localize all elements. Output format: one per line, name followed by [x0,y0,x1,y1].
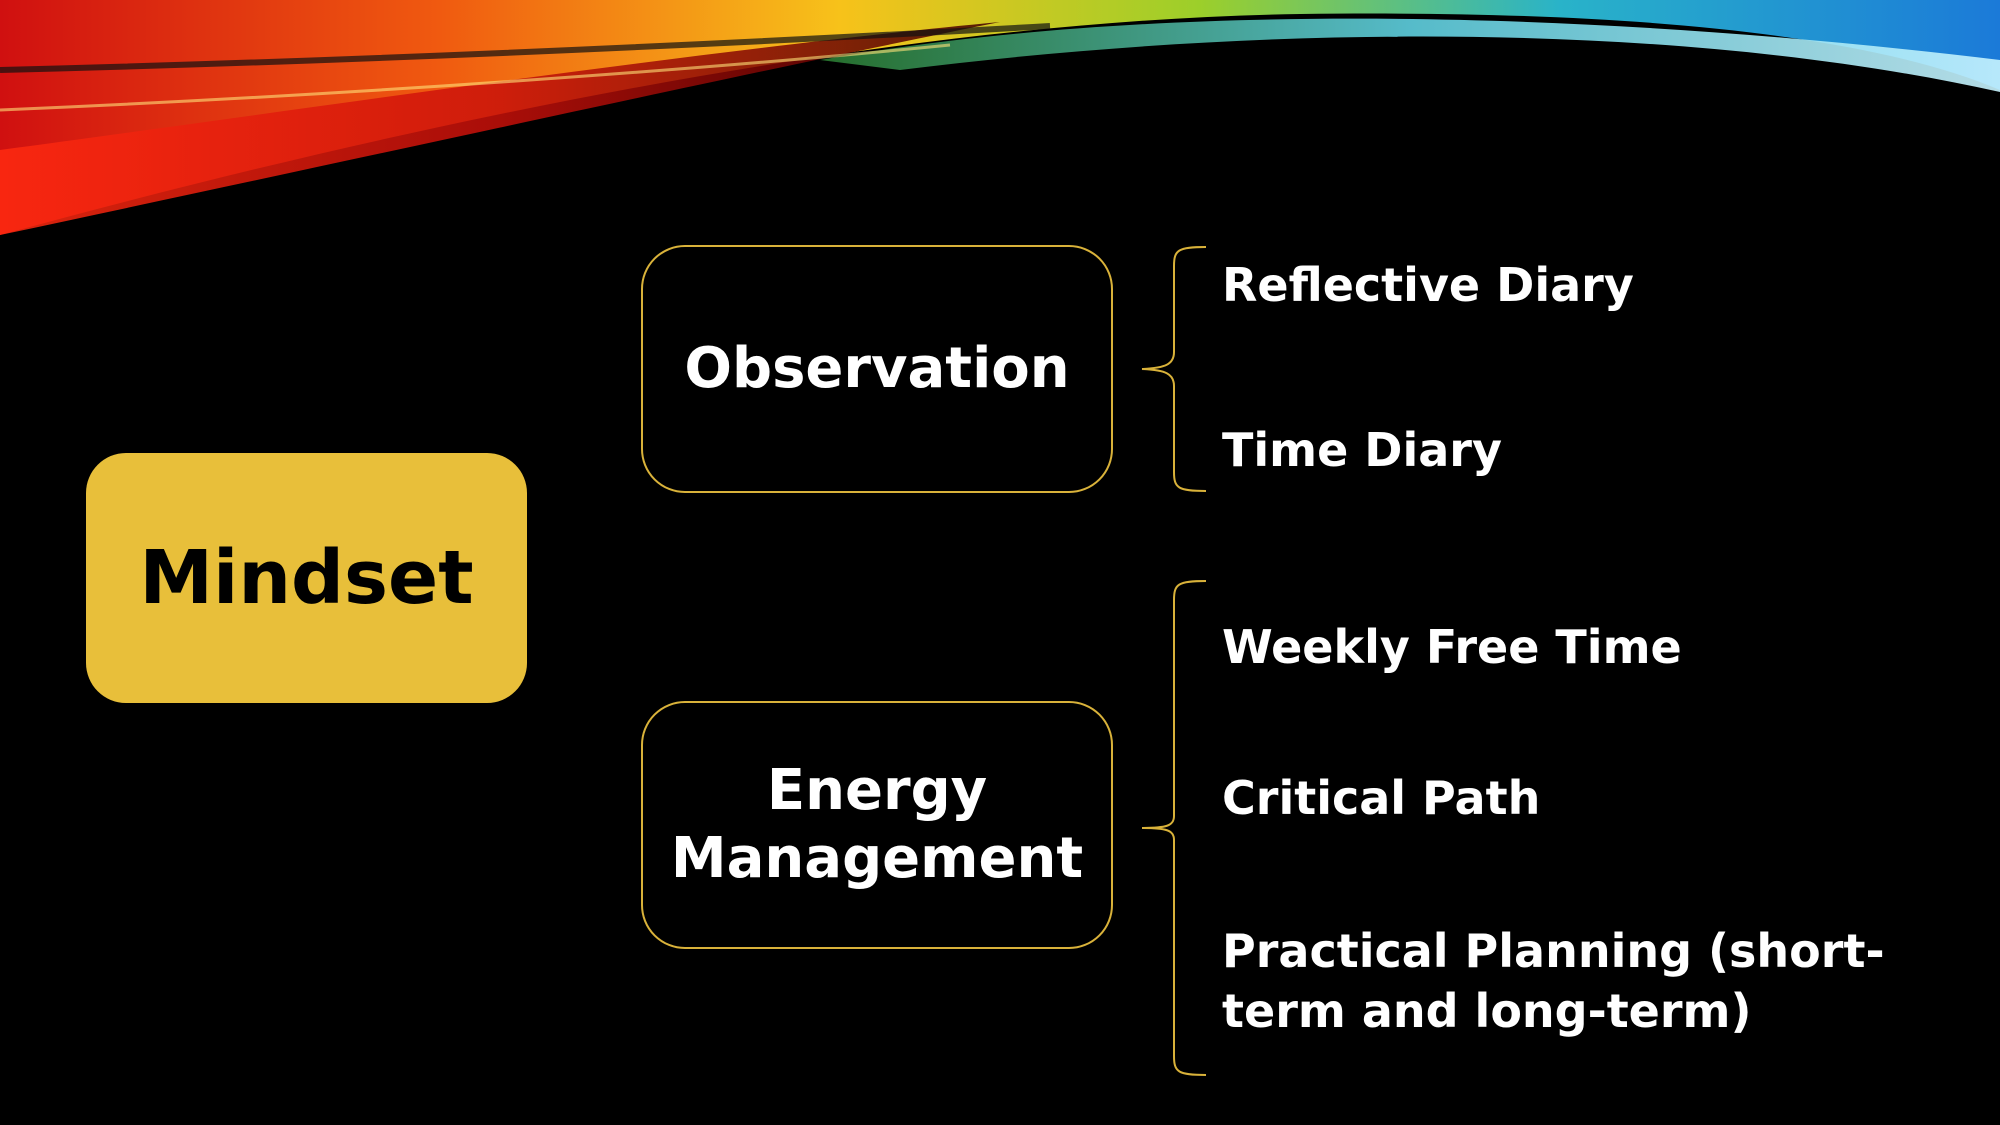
group-node-observation: Observation [641,245,1113,493]
item-critical-path: Critical Path [1222,771,1541,825]
root-node-label: Mindset [139,535,474,621]
group-node-energy-management: Energy Management [641,701,1113,949]
brace-connector-observation [1141,246,1207,492]
item-practical-planning: Practical Planning (short-term and long-… [1222,924,1885,1038]
group-node-label: Observation [684,336,1070,401]
root-node-mindset: Mindset [86,453,527,703]
decorative-banner [0,0,2000,235]
brace-connector-energy-management [1141,580,1207,1076]
group-node-label: Energy Management [670,758,1084,891]
item-reflective-diary: Reflective Diary [1222,258,1634,312]
item-weekly-free-time: Weekly Free Time [1222,620,1682,674]
item-time-diary: Time Diary [1222,423,1502,477]
